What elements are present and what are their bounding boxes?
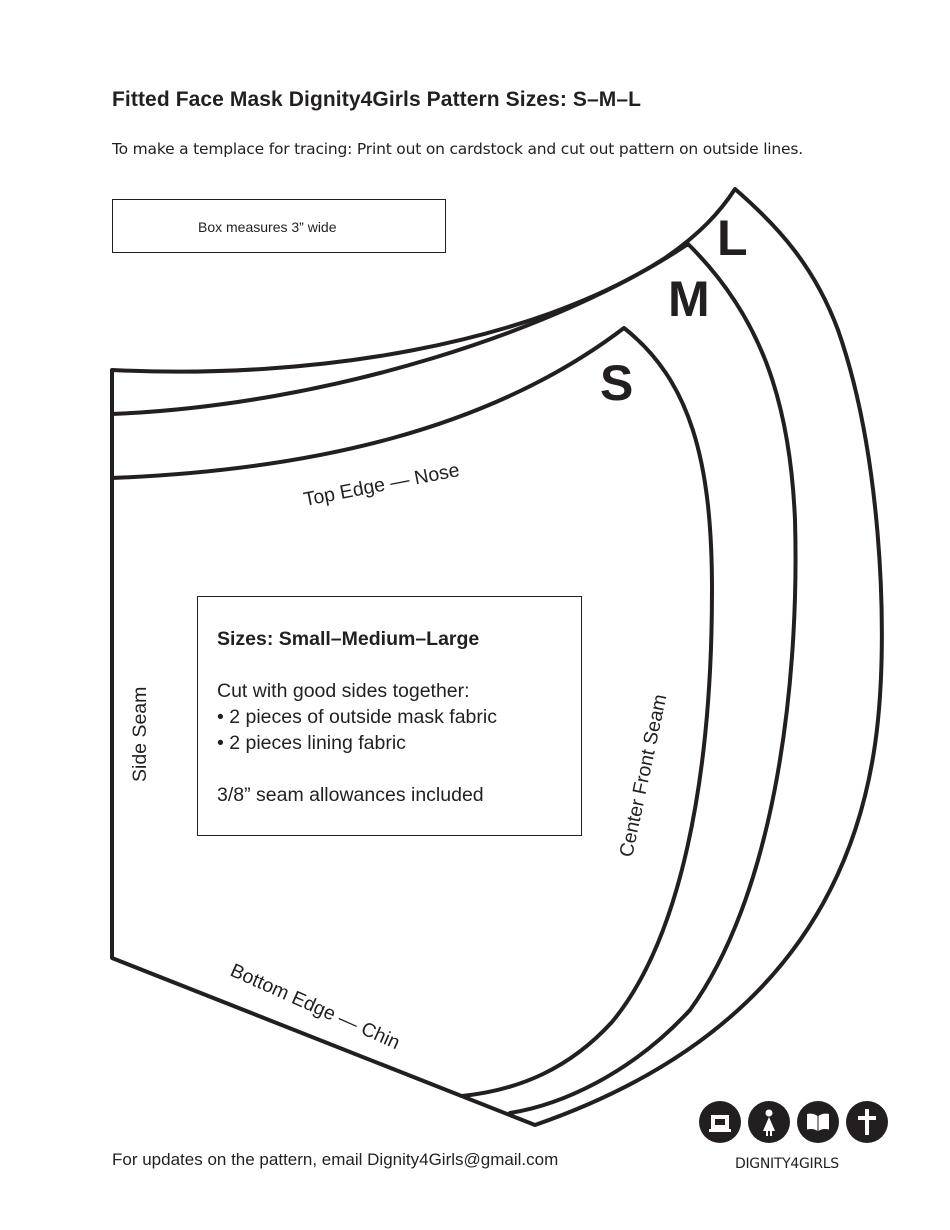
center-front-seam-label: Center Front Seam	[615, 692, 671, 859]
scale-reference-box: Box measures 3” wide	[112, 199, 446, 253]
book-icon	[797, 1101, 839, 1143]
info-cut-intro: Cut with good sides together:	[217, 680, 470, 702]
dignity4girls-logo: DIGNITY4GIRLS	[699, 1101, 889, 1173]
instructions-text: To make a templace for tracing: Print ou…	[112, 140, 803, 158]
size-label-medium: M	[668, 271, 710, 327]
size-label-large: L	[717, 210, 748, 266]
large-outline	[110, 187, 884, 1127]
sizes-info-box: Sizes: Small–Medium–Large Cut with good …	[197, 596, 582, 836]
info-item: • 2 pieces lining fabric	[217, 732, 406, 754]
info-heading: Sizes: Small–Medium–Large	[217, 628, 480, 650]
small-outline	[110, 326, 714, 1098]
info-note: 3/8” seam allowances included	[217, 784, 484, 806]
side-seam-label: Side Seam	[129, 687, 151, 782]
woman-icon	[748, 1101, 790, 1143]
page-title: Fitted Face Mask Dignity4Girls Pattern S…	[112, 88, 642, 111]
sewing-machine-icon	[699, 1101, 741, 1143]
top-edge-label: Top Edge — Nose	[302, 459, 462, 511]
size-label-small: S	[600, 355, 633, 411]
footer-email-line: For updates on the pattern, email Dignit…	[112, 1150, 559, 1169]
logo-text: DIGNITY4GIRLS	[735, 1156, 839, 1172]
scale-box-label: Box measures 3” wide	[198, 219, 337, 235]
medium-outline	[110, 242, 798, 1115]
cross-icon	[846, 1101, 888, 1143]
info-item: • 2 pieces of outside mask fabric	[217, 706, 497, 728]
